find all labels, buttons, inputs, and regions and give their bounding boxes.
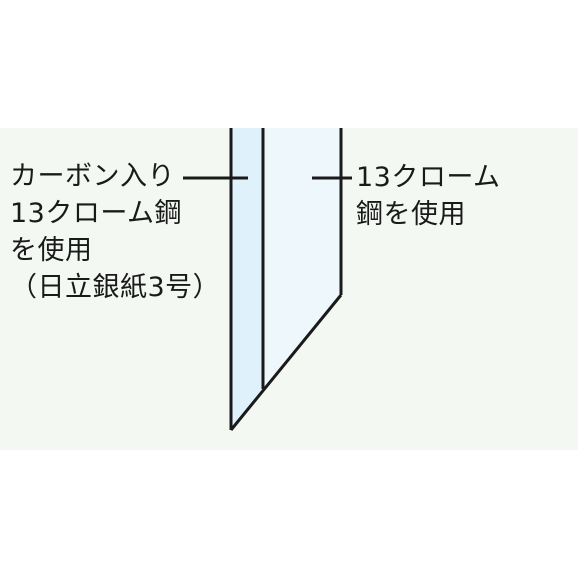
core-steel-label-line1: カーボン入り — [10, 161, 175, 192]
outer-steel-label-line1: 13クローム — [356, 162, 501, 193]
outer-steel-label: 13クローム 鋼を使用 — [356, 159, 501, 233]
core-steel-label: カーボン入り 13クローム鋼 を使用 （日立銀紙3号） — [10, 158, 220, 306]
blade-bevel-edge — [229, 294, 343, 431]
outer-steel-layer — [263, 128, 341, 389]
core-steel-layer — [231, 128, 263, 430]
core-steel-label-line3: を使用 — [10, 235, 93, 266]
core-steel-label-line4: （日立銀紙3号） — [10, 272, 221, 303]
core-steel-label-line2: 13クローム鋼 — [10, 198, 183, 229]
outer-steel-label-line2: 鋼を使用 — [356, 199, 466, 230]
